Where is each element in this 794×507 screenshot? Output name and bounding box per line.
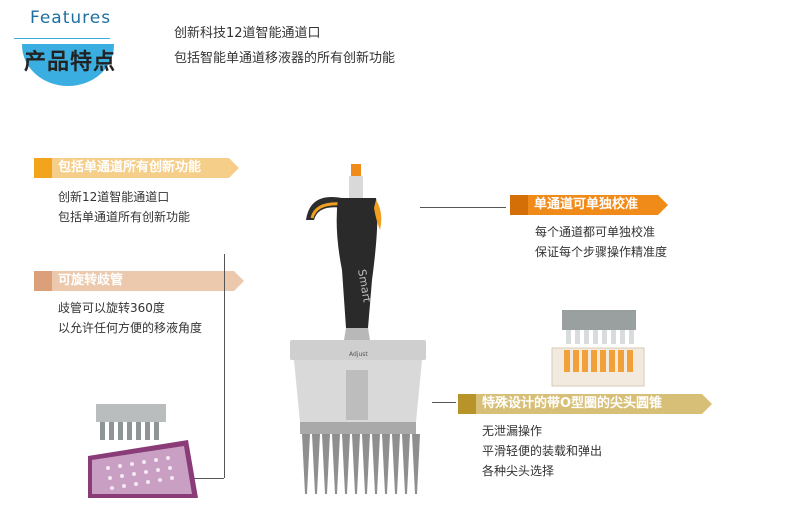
feature-desc-2-line-1: 歧管可以旋转360度 — [58, 301, 165, 315]
pipette-tips — [302, 434, 420, 494]
feature-desc-2: 歧管可以旋转360度 以允许任何方便的移液角度 — [58, 298, 202, 338]
intro-line-2: 包括智能单通道移液器的所有创新功能 — [174, 51, 396, 66]
manifold-top — [290, 340, 426, 360]
badge-english-title: Features — [30, 8, 112, 28]
badge-chinese-title: 产品特点 — [24, 50, 117, 75]
connector-line-right — [420, 207, 506, 208]
tip-holder-bar — [300, 422, 416, 434]
intro-line-1: 创新科技12道智能通道口 — [174, 26, 321, 41]
connector-line-tip — [432, 402, 456, 403]
feature-desc-1: 创新12道智能通道口 包括单通道所有创新功能 — [58, 187, 190, 227]
tip-rack-inset-image — [88, 404, 198, 498]
feature-desc-4-line-1: 无泄漏操作 — [482, 424, 543, 438]
plunger-shaft — [349, 176, 363, 198]
feature-tag-4: 特殊设计的带O型圈的尖头圆锥 — [458, 394, 712, 414]
feature-desc-1-line-2: 包括单通道所有创新功能 — [58, 210, 191, 224]
connector-line-left — [224, 254, 225, 478]
feature-tag-1: 包括单通道所有创新功能 — [34, 158, 239, 178]
feature-desc-3-line-1: 每个通道都可单独校准 — [535, 225, 656, 239]
plunger-cap — [351, 164, 361, 178]
multichannel-pipette-image: Smart Adjust — [290, 164, 426, 494]
feature-title-1: 包括单通道所有创新功能 — [58, 160, 202, 175]
feature-desc-4: 无泄漏操作 平滑轻便的装载和弹出 各种尖头选择 — [482, 421, 602, 481]
brand-text: Smart — [355, 268, 374, 304]
pipette-handle — [336, 198, 378, 328]
feature-title-4: 特殊设计的带O型圈的尖头圆锥 — [482, 396, 663, 411]
feature-desc-2-line-2: 以允许任何方便的移液角度 — [58, 321, 203, 335]
feature-tag-2: 可旋转歧管 — [34, 271, 244, 291]
tip-cones-inset-image — [551, 310, 645, 387]
logo-text: Adjust — [349, 351, 368, 358]
feature-title-3: 单通道可单独校准 — [534, 197, 639, 212]
feature-desc-3: 每个通道都可单独校准 保证每个步骤操作精准度 — [535, 222, 667, 262]
connector-line-left-foot — [188, 478, 224, 479]
feature-desc-3-line-2: 保证每个步骤操作精准度 — [535, 245, 668, 259]
feature-tag-3: 单通道可单独校准 — [510, 195, 668, 215]
feature-desc-4-line-3: 各种尖头选择 — [482, 464, 555, 478]
feature-title-2: 可旋转歧管 — [58, 273, 124, 288]
features-badge: Features 产品特点 — [8, 4, 134, 86]
feature-desc-4-line-2: 平滑轻便的装载和弹出 — [482, 444, 603, 458]
feature-desc-1-line-1: 创新12道智能通道口 — [58, 190, 170, 204]
